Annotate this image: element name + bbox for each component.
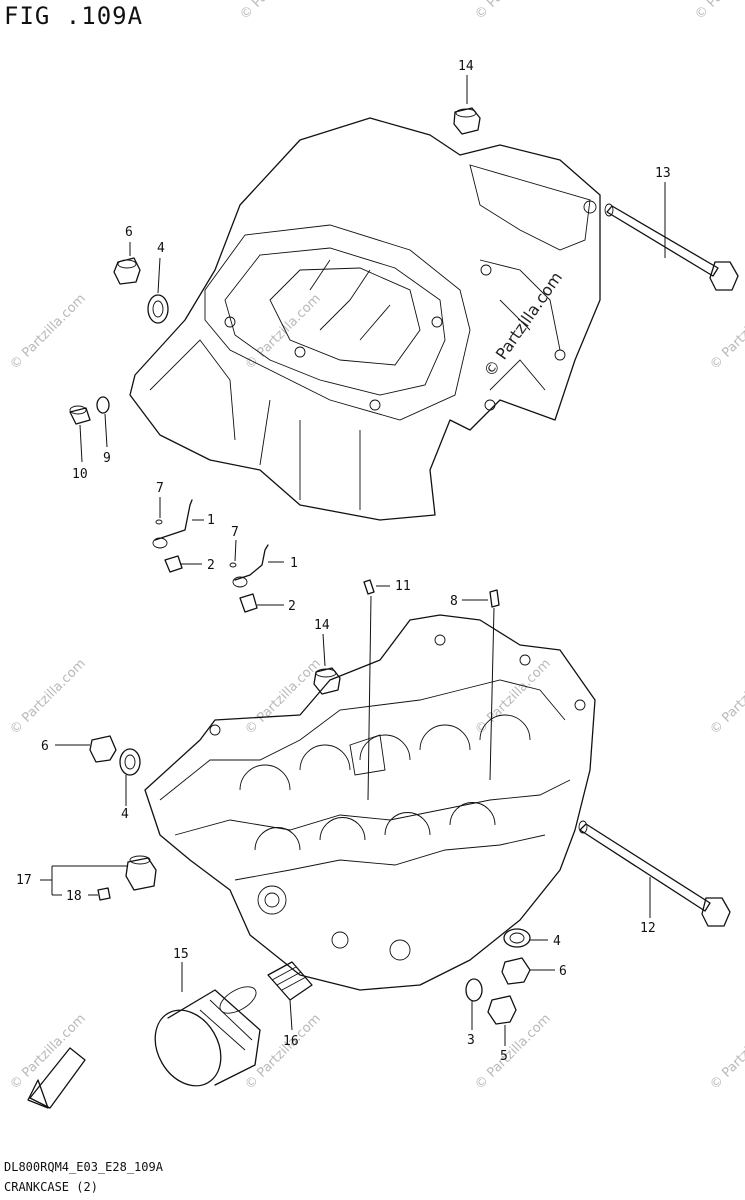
watermarks: © Partzilla.com © Partzilla.com © Partzi… (7, 0, 745, 1093)
callout-14: 14 (458, 59, 474, 74)
callout-6: 6 (41, 739, 49, 754)
part-17-oil-pressure-switch (125, 855, 157, 891)
callout-10: 10 (72, 467, 88, 482)
part-2-bolt-a (164, 555, 183, 573)
callout-8: 8 (450, 594, 458, 609)
callout-2: 2 (288, 599, 296, 614)
callout-4: 4 (553, 934, 561, 949)
callout-4: 4 (157, 241, 165, 256)
part-4-washer-right (503, 928, 531, 948)
watermark: © Partzilla.com (707, 656, 745, 738)
callout-14: 14 (314, 618, 330, 633)
part-14-lower (313, 667, 341, 695)
callout-3: 3 (467, 1033, 475, 1048)
callout-2: 2 (207, 558, 215, 573)
watermark: © Partzilla.com (242, 656, 324, 738)
callout-6: 6 (125, 225, 133, 240)
callout-12: 12 (640, 921, 656, 936)
watermark: © Partzilla.com (707, 291, 745, 373)
watermark: © Partzilla.com (242, 291, 324, 373)
watermark: © Partzilla.com (7, 291, 89, 373)
figure-title: FIG .109A (4, 2, 144, 30)
callout-6: 6 (559, 964, 567, 979)
watermark: © Partzilla.com (7, 656, 89, 738)
part-8-pin (489, 589, 500, 608)
callout-11: 11 (395, 579, 411, 594)
part-4-washer-upper (147, 294, 169, 324)
callout-7: 7 (156, 481, 164, 496)
callout-4: 4 (121, 807, 129, 822)
part-2-bolt-b (239, 593, 258, 613)
callout-5: 5 (500, 1049, 508, 1064)
lower-crankcase (144, 614, 596, 991)
part-6-plug-upper (113, 257, 141, 285)
callout-13: 13 (655, 166, 671, 181)
part-4-washer-lower (119, 748, 141, 776)
part-11-pin (363, 579, 375, 595)
watermark: © Partzilla.com (692, 0, 745, 23)
callout-7: 7 (231, 525, 239, 540)
callout-1: 1 (207, 513, 215, 528)
part-6-plug-lower (89, 735, 117, 763)
part-6-plug-right (501, 957, 531, 985)
watermark: © Partzilla.com (7, 1011, 89, 1093)
part-5-drain-plug (487, 995, 517, 1025)
watermark: © Partzilla.com (472, 0, 554, 23)
leader-lines (40, 75, 666, 1046)
callout-17: 17 (16, 873, 32, 888)
part-3-washer (465, 978, 483, 1002)
part-13-bolt-upper (604, 203, 739, 291)
callout-9: 9 (103, 451, 111, 466)
callout-16: 16 (283, 1034, 299, 1049)
part-12-bolt-lower (578, 820, 731, 927)
figure-name: CRANKCASE (2) (4, 1180, 98, 1194)
part-9-washer (96, 396, 110, 414)
part-15-oil-filter (154, 986, 261, 1087)
watermark: © Partzilla.com (472, 1011, 554, 1093)
callout-15: 15 (173, 947, 189, 962)
part-10-bolt (69, 405, 91, 425)
watermark: © Partzilla.com (237, 0, 319, 23)
part-14-upper (453, 107, 481, 135)
callout-1: 1 (290, 556, 298, 571)
watermark: © Partzilla.com (707, 1011, 745, 1093)
watermark: © Partzilla.com (242, 1011, 324, 1093)
part-18-screw (97, 887, 111, 901)
callouts: 14 13 6 4 10 9 7 1 7 1 2 2 11 8 14 6 4 1… (16, 59, 671, 1064)
callout-18: 18 (66, 889, 82, 904)
upper-crankcase (129, 117, 601, 521)
part-1-oil-jet-a (152, 499, 193, 549)
part-16-filter-union (267, 961, 313, 1001)
part-1-oil-jet-b (229, 544, 269, 588)
figure-code: DL800RQM4_E03_E28_109A (4, 1160, 163, 1174)
